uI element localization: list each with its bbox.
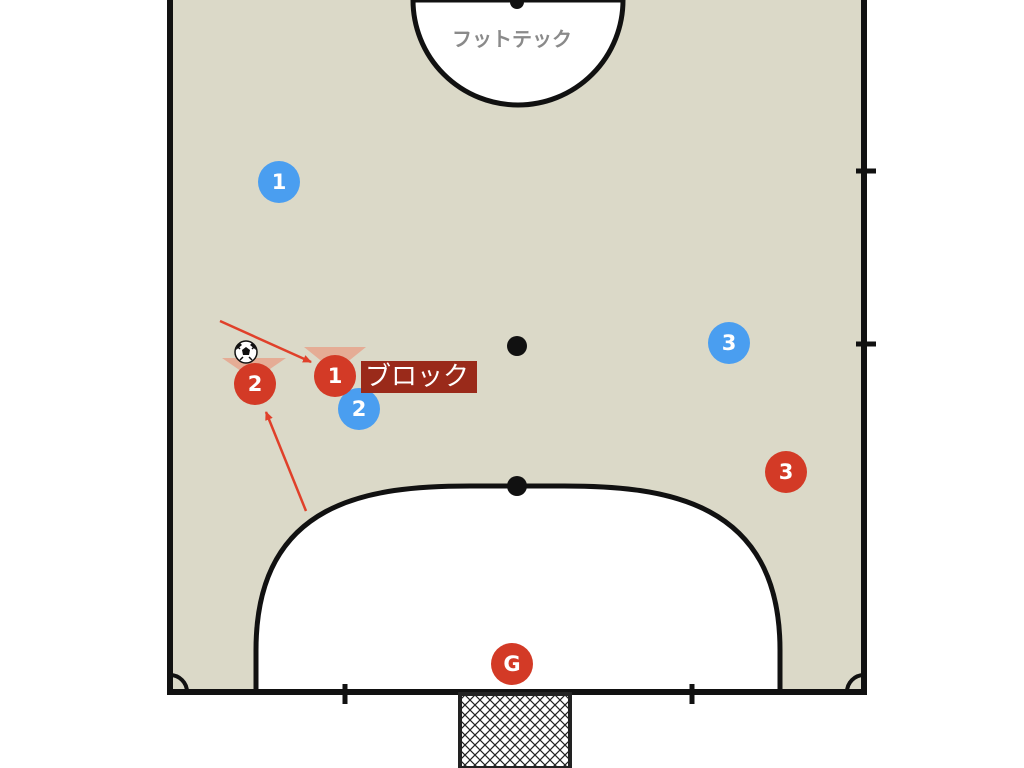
player-number: 2 [248,372,263,396]
goal-net [458,692,572,768]
brand-label: フットテック [452,27,572,51]
red-player-3: 3 [765,451,807,493]
corner-arc-left [169,673,189,693]
center-spot [510,0,524,9]
run-arrow [264,411,308,512]
blue-player-1: 1 [258,161,300,203]
red-goalkeeper: G [491,643,533,685]
pass-arrow [219,319,312,364]
corner-arc-right [845,673,865,693]
player-number: 1 [328,364,343,388]
callout-text: ブロック [365,362,469,392]
penalty-spot [507,476,527,496]
penalty-area [253,483,783,695]
soccer-ball-icon [234,340,258,364]
player-number: 3 [779,460,794,484]
blue-player-3: 3 [708,322,750,364]
blue-player-2: 2 [338,388,380,430]
block-callout: ブロック [361,361,477,393]
red-player-1: 1 [314,355,356,397]
second-penalty-spot [507,336,527,356]
red-player-2: 2 [234,363,276,405]
player-number: 2 [352,397,367,421]
player-number: 1 [272,170,287,194]
player-number: G [503,652,520,676]
player-number: 3 [722,331,737,355]
center-circle [410,0,626,108]
